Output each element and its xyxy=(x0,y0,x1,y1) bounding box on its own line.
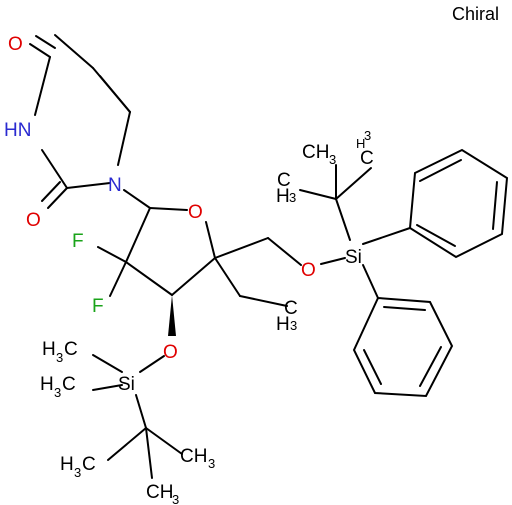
tbdps-group xyxy=(299,148,509,398)
bond xyxy=(214,257,241,297)
bond xyxy=(66,182,111,189)
bond xyxy=(492,181,498,230)
wedge-bond xyxy=(168,295,176,336)
bond xyxy=(267,237,302,266)
bond xyxy=(149,207,188,211)
bond xyxy=(125,261,173,296)
bond xyxy=(47,187,68,209)
bond xyxy=(419,346,442,387)
methyl-c-label: C xyxy=(277,170,291,191)
oxygen-label: O xyxy=(26,210,41,231)
bond xyxy=(107,427,147,461)
methyl-c-label: C xyxy=(62,374,76,395)
methyl-h-label: H xyxy=(42,339,56,360)
methyl-h-label: H xyxy=(60,454,74,475)
methyl-h-label: H xyxy=(356,136,365,151)
uracil-ring xyxy=(29,34,131,209)
ether-oxygen-label: O xyxy=(301,260,316,281)
bond xyxy=(419,159,462,182)
bond xyxy=(362,264,379,299)
methyl-sub-label: 3 xyxy=(289,190,296,205)
nitrogen-label: N xyxy=(108,175,122,196)
bond xyxy=(41,149,68,189)
bond xyxy=(35,35,56,49)
bond xyxy=(29,43,51,58)
bond xyxy=(97,246,127,263)
phenyl-ring xyxy=(408,148,509,259)
methyl-sub-label: 3 xyxy=(74,465,81,480)
nh-label: HN xyxy=(4,120,31,141)
fluorine-label: F xyxy=(72,231,84,252)
methyl-sub-label: 3 xyxy=(208,456,215,471)
bond xyxy=(109,261,127,297)
ethyl-h3-label: 3 xyxy=(290,318,297,333)
methyl-label: CH xyxy=(180,446,207,467)
bond xyxy=(362,227,411,245)
chiral-label: Chiral xyxy=(452,4,499,24)
methyl-c-label: C xyxy=(360,148,374,169)
bond xyxy=(416,224,456,247)
silicon-label: Si xyxy=(118,374,135,395)
bond xyxy=(123,189,151,209)
bond xyxy=(34,56,51,116)
bond xyxy=(139,355,165,373)
methyl-sub-label: 3 xyxy=(329,152,336,167)
methyl-c-label: C xyxy=(64,339,78,360)
bond xyxy=(363,349,382,385)
bond xyxy=(383,306,426,311)
bond xyxy=(205,221,216,259)
bond xyxy=(320,257,346,265)
bond xyxy=(54,34,94,69)
bond xyxy=(145,427,183,455)
methyl-c-label: C xyxy=(82,454,96,475)
bond xyxy=(92,384,123,391)
bond xyxy=(214,237,269,259)
bond xyxy=(117,111,131,166)
bond xyxy=(335,198,351,241)
methyl-sub-label: 3 xyxy=(56,350,63,365)
bond xyxy=(239,295,288,307)
methyl-h-label: H xyxy=(276,186,290,207)
ethyl-c-label: C xyxy=(284,298,298,319)
methyl-h-label: H xyxy=(40,374,54,395)
methyl-label: CH xyxy=(146,482,173,503)
phenyl-ring xyxy=(352,296,454,398)
fluorine-label: F xyxy=(92,296,104,317)
methyl-sub-label: 3 xyxy=(364,128,371,143)
methyl-sub-label: 3 xyxy=(172,492,179,505)
bond xyxy=(41,181,61,202)
bond xyxy=(335,167,372,200)
bond xyxy=(299,189,337,200)
methyl-label: CH xyxy=(302,142,329,163)
bond xyxy=(171,257,216,296)
bond xyxy=(145,427,153,479)
bond xyxy=(92,354,123,373)
ether-oxygen-label: O xyxy=(163,342,178,363)
tbdms-group xyxy=(92,354,183,479)
methyl-sub-label: 3 xyxy=(54,385,61,400)
bond xyxy=(135,394,147,429)
ring-oxygen-label: O xyxy=(188,202,203,223)
furanose-ring xyxy=(97,189,302,336)
ethyl-h-label: H xyxy=(276,314,290,335)
oxygen-label: O xyxy=(8,34,23,55)
silicon-label: Si xyxy=(345,247,362,268)
bond xyxy=(99,75,131,113)
bond xyxy=(125,207,151,263)
